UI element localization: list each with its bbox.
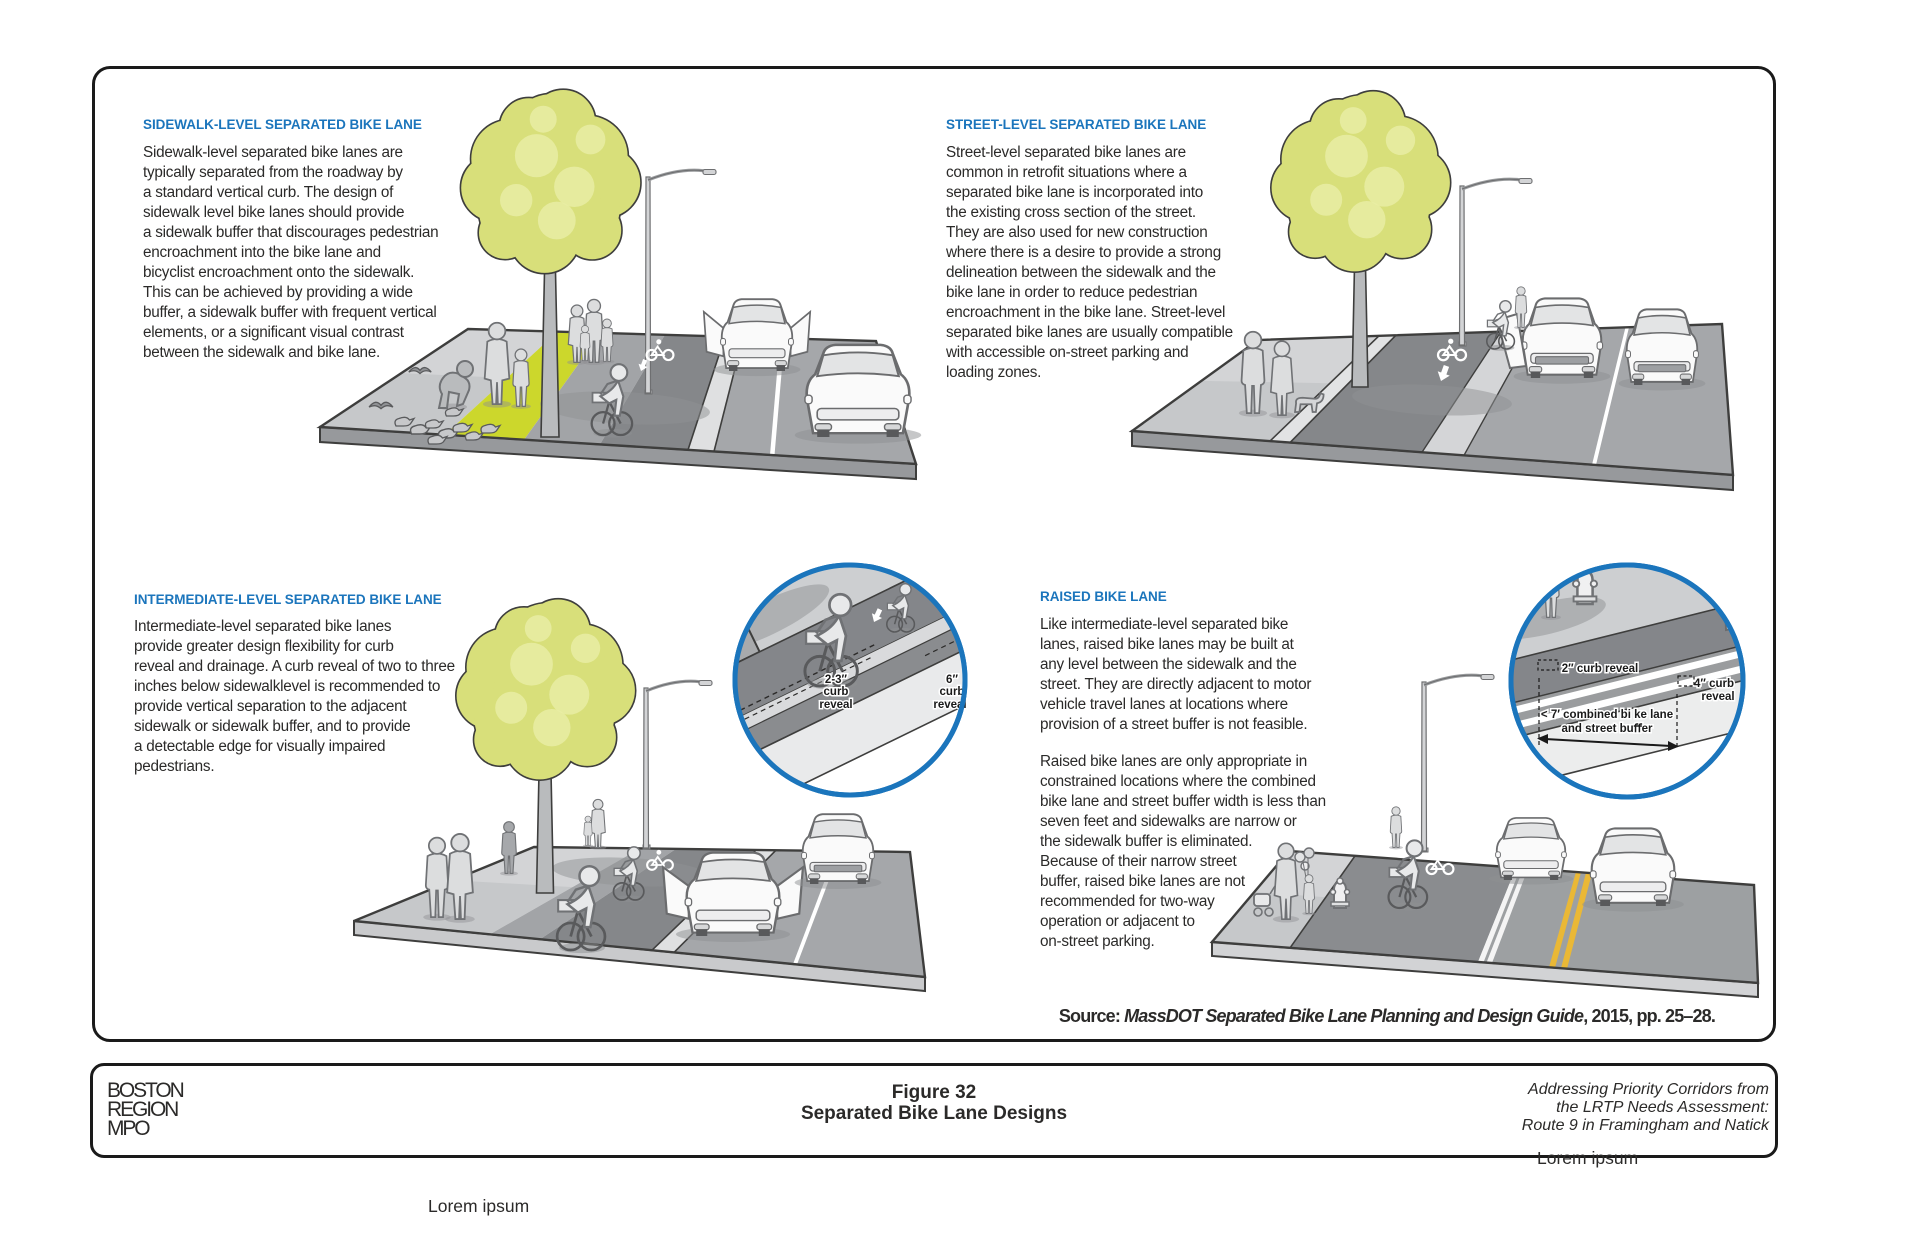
svg-text:< 7′ combined bi ke lane: < 7′ combined bi ke lane	[1541, 709, 1673, 721]
svg-text:curb: curb	[940, 686, 965, 698]
svg-text:2″ curb reveal: 2″ curb reveal	[1562, 663, 1638, 675]
svg-text:4″ curb: 4″ curb	[1694, 678, 1734, 690]
svg-text:6″: 6″	[946, 674, 958, 686]
svg-text:reveal: reveal	[1701, 691, 1734, 703]
svg-text:and street buﬀer: and street buﬀer	[1561, 721, 1653, 735]
svg-text:curb: curb	[824, 686, 849, 698]
svg-text:2-3″: 2-3″	[825, 674, 848, 686]
svg-text:reveal: reveal	[819, 699, 852, 711]
